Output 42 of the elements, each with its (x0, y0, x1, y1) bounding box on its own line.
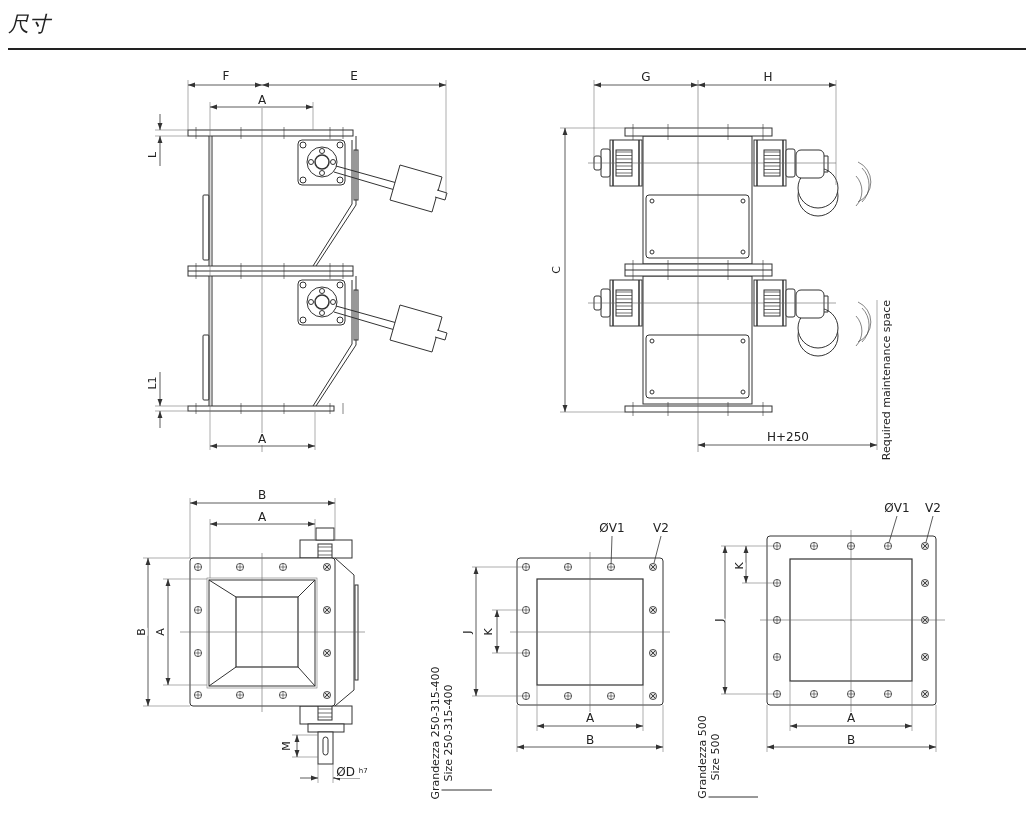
title: 尺寸 (8, 14, 50, 35)
dimension-label: Size 500 (708, 733, 722, 781)
dimension-label: B (134, 628, 148, 636)
bolt-hole (607, 563, 615, 571)
dimension-label: A (153, 628, 167, 636)
dimension-label: B (845, 734, 857, 746)
dimension-label: A (256, 94, 268, 106)
callout-label: ØV1 (884, 502, 910, 514)
callout-label: V2 (925, 502, 941, 514)
dimension-label: L (145, 151, 159, 159)
dimension-label: A (845, 712, 857, 724)
dimension-label: L1 (145, 376, 159, 390)
dimension-label: M (279, 741, 293, 751)
dimension-label: A (584, 712, 596, 724)
dimension-label: B (584, 734, 596, 746)
dimension-label: B (256, 489, 268, 501)
dimension-label: H+250 (766, 431, 810, 443)
dimension-label: K (481, 628, 495, 636)
dimension-label: A (256, 511, 268, 523)
bolt-hole (921, 542, 929, 550)
bolt-hole (884, 542, 892, 550)
dimension-label: Required maintenance space (879, 299, 893, 461)
dimension-label: Grandezza 250-315-400 (428, 666, 442, 800)
callout-label: V2 (653, 522, 669, 534)
dimension-label: K (732, 562, 746, 570)
dimension-label: A (256, 433, 268, 445)
dimension-label: J (712, 618, 726, 622)
dimension-label: C (549, 266, 563, 274)
leader-line (653, 535, 662, 564)
bolt-hole (649, 563, 657, 571)
dimension-label: H (762, 71, 774, 83)
leader-line (925, 515, 934, 543)
leader-line (888, 515, 898, 543)
dimension-label: G (640, 71, 652, 83)
dimension-label: J (460, 630, 474, 634)
dimension-label: Size 250-315-400 (441, 684, 455, 782)
dimension-label: E (349, 70, 359, 82)
dimension-label: ØD $^{h7}$ (335, 766, 369, 778)
dimension-label: Grandezza 500 (695, 715, 709, 799)
callout-label: ØV1 (599, 522, 625, 534)
leader-line (610, 535, 613, 564)
dimension-label: F (221, 70, 231, 82)
